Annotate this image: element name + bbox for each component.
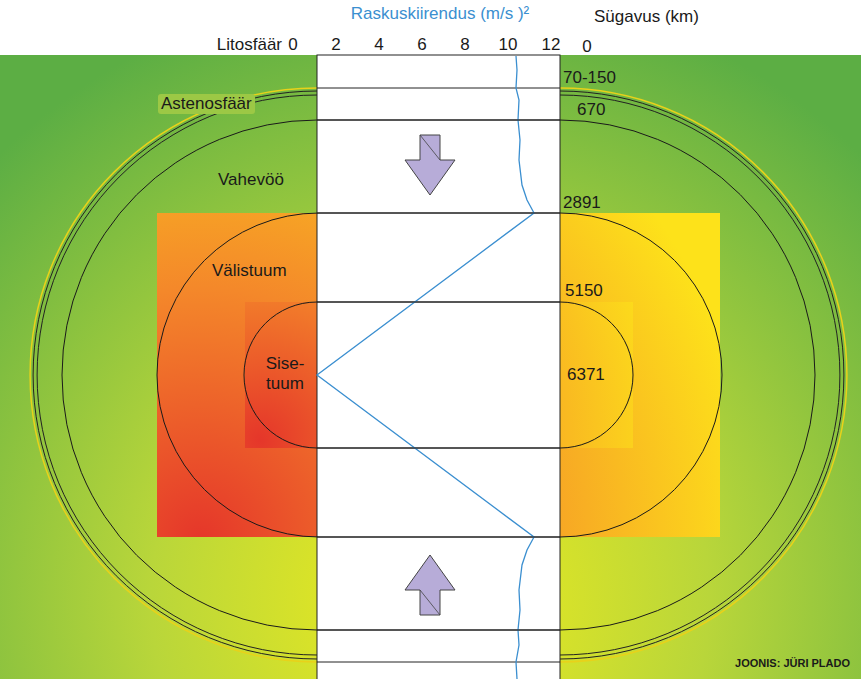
layer-name: Sise- tuum (257, 354, 313, 393)
depth-value: 670 (577, 100, 605, 120)
layer-name: Välistuum (212, 261, 287, 281)
gravity-band (317, 55, 560, 679)
layer-label: Astenosfäär (158, 94, 255, 114)
arrow-fold (420, 590, 440, 615)
layer-shell: VahevööVälistuumSise- tuum (62, 120, 815, 630)
axis-title: Raskuskiirendus (m/s )² (351, 4, 530, 24)
depth-value: 70-150 (563, 68, 616, 88)
up-arrow (405, 555, 455, 615)
arrow-fold (420, 135, 440, 160)
layer-shell: VälistuumSise- tuum (157, 213, 722, 537)
depth-value: 0 (582, 37, 591, 57)
axis-tick: 10 (499, 35, 518, 55)
layer-outline (157, 213, 722, 537)
layer-outline (244, 302, 633, 448)
layer-label: Litosfäär (217, 35, 282, 55)
axis-tick: 0 (288, 35, 297, 55)
axis-tick: 6 (417, 35, 426, 55)
down-arrow (405, 135, 455, 195)
axis-tick: 4 (374, 35, 383, 55)
depth-value: 6371 (567, 365, 605, 385)
credit: JOONIS: JÜRI PLADO (735, 657, 850, 670)
depth-lines (317, 88, 560, 662)
depth-value: 2891 (563, 193, 601, 213)
depth-value: 5150 (565, 281, 603, 301)
layer-outline (62, 120, 815, 630)
axis-tick: 2 (331, 35, 340, 55)
layer-name: Vahevöö (218, 170, 284, 190)
axis-tick: 8 (460, 35, 469, 55)
gravity-curve (317, 56, 534, 679)
layer-label: Sügavus (km) (594, 7, 699, 27)
layer-outline (62, 120, 815, 630)
axis-tick: 12 (542, 35, 561, 55)
